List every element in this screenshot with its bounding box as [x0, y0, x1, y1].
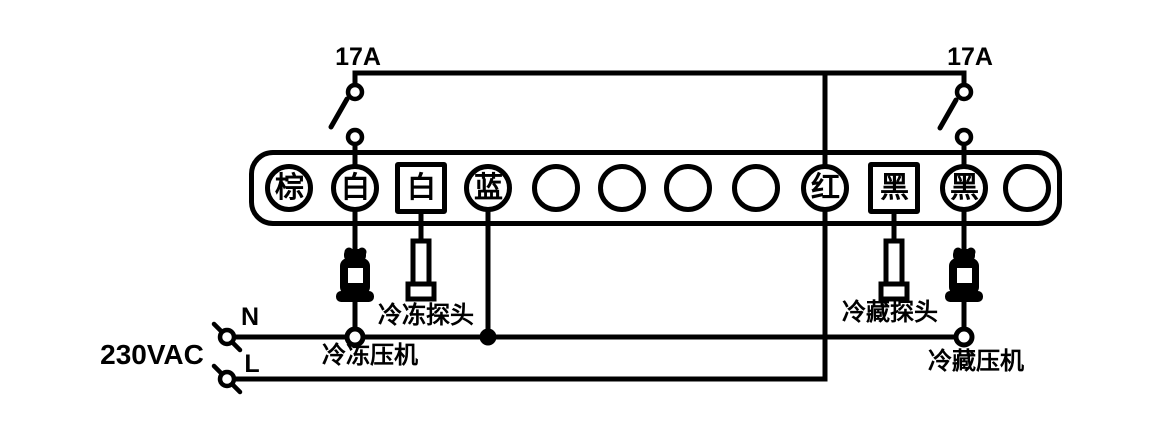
switch-left-bottom-contact [345, 127, 365, 147]
terminal-brown-label: 棕 [274, 171, 304, 204]
terminal-white-square: 白 [395, 162, 447, 214]
live-input-terminal [211, 363, 243, 395]
terminal-empty-4 [732, 164, 780, 212]
switch-left [328, 73, 365, 172]
neutral-input-terminal [211, 321, 243, 353]
voltage-label: 230VAC [100, 339, 204, 370]
terminal-empty-3 [664, 164, 712, 212]
terminal-white-square-label: 白 [406, 171, 436, 204]
terminal-white-circle-label: 白 [340, 171, 370, 204]
switch-right-bottom-contact [954, 127, 974, 147]
terminal-blue-label: 蓝 [473, 171, 503, 204]
switch-left-top-contact [345, 82, 365, 102]
terminal-brown: 棕 [265, 164, 313, 212]
terminal-black-circle-label: 黑 [949, 171, 979, 204]
switch-left-rating-label: 17A [335, 43, 381, 71]
live-label: L [244, 350, 260, 378]
terminal-black-circle: 黑 [940, 164, 988, 212]
terminal-black-square: 黑 [868, 162, 920, 214]
terminal-red-label: 红 [810, 171, 840, 204]
switch-left-blade [328, 96, 350, 130]
freezer-compressor-label: 冷冻压机 [322, 342, 418, 369]
freezer-compressor-neutral-node [344, 326, 366, 348]
freezer-compressor-icon [336, 247, 374, 302]
terminal-white-circle: 白 [331, 164, 379, 212]
neutral-label: N [240, 303, 260, 331]
terminal-empty-1 [532, 164, 580, 212]
neutral-junction-dot [479, 328, 497, 346]
fridge-probe-icon [878, 238, 910, 302]
switch-right [937, 73, 974, 172]
terminal-empty-2 [598, 164, 646, 212]
switch-right-top-contact [954, 82, 974, 102]
freezer-probe-icon [405, 238, 437, 302]
fridge-probe-label: 冷藏探头 [842, 299, 938, 326]
fridge-compressor-neutral-node [953, 326, 975, 348]
terminal-block [249, 150, 1062, 226]
switch-right-rating-label: 17A [947, 43, 993, 71]
freezer-probe-label: 冷冻探头 [378, 302, 474, 329]
terminal-black-square-label: 黑 [879, 171, 909, 204]
terminal-empty-5 [1003, 164, 1051, 212]
terminal-blue: 蓝 [464, 164, 512, 212]
switch-right-blade [937, 97, 959, 131]
terminal-red: 红 [801, 164, 849, 212]
fridge-compressor-icon [945, 247, 983, 302]
fridge-compressor-label: 冷藏压机 [928, 348, 1024, 375]
